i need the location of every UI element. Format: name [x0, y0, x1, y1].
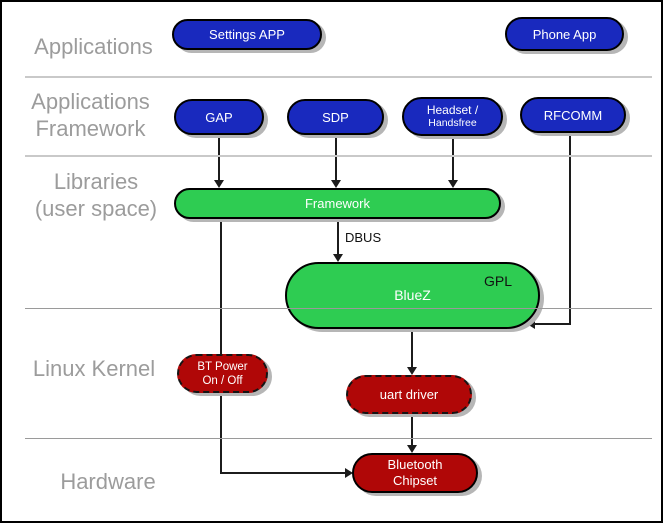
connector-rfcomm-down: [569, 133, 571, 325]
layer-label-text: Libraries: [53, 169, 139, 194]
connector-headset-to-framework: [452, 136, 454, 183]
node-label: Headset /: [426, 103, 479, 117]
node-label: SDP: [322, 109, 349, 125]
node-label: On / Off: [202, 374, 243, 387]
node-label: Chipset: [392, 473, 438, 488]
node-bluez: BlueZ GPL: [285, 262, 540, 329]
arrowhead-down-icon: [407, 367, 417, 375]
node-label: Settings APP: [209, 27, 285, 42]
node-bluetooth-chipset: Bluetooth Chipset: [352, 453, 478, 493]
layer-label-libraries: Libraries (user space): [16, 168, 176, 222]
layer-label-linux-kernel: Linux Kernel: [14, 355, 174, 382]
layer-divider-kernel: [25, 438, 652, 439]
arrowhead-left-icon: [527, 319, 535, 329]
arrowhead-down-icon: [333, 254, 343, 262]
node-headset-handsfree: Headset / Handsfree: [402, 97, 503, 136]
connector-framework-down: [220, 219, 222, 474]
node-label: BT Power: [197, 360, 248, 373]
connector-dbus: [337, 219, 339, 256]
layer-label-applications: Applications: [26, 33, 161, 60]
connector-gap-to-framework: [218, 135, 220, 183]
node-gap: GAP: [174, 99, 264, 135]
node-label: GAP: [205, 109, 233, 125]
layer-label-text: Linux Kernel: [32, 356, 156, 381]
arrowhead-down-icon: [448, 180, 458, 188]
node-uart-driver: uart driver: [346, 375, 472, 414]
arrowhead-down-icon: [214, 180, 224, 188]
layer-label-text: Applications: [31, 89, 150, 114]
gpl-badge: GPL: [483, 273, 512, 289]
layer-label-text: Applications: [34, 34, 153, 59]
node-sdp: SDP: [287, 99, 384, 135]
arrowhead-down-icon: [331, 180, 341, 188]
node-framework: Framework: [174, 188, 501, 219]
node-label: Framework: [304, 196, 370, 211]
layer-label-hardware: Hardware: [28, 468, 188, 495]
node-bt-power: BT Power On / Off: [177, 354, 268, 393]
dbus-label: DBUS: [345, 230, 382, 245]
layer-divider-applications: [25, 76, 652, 78]
layer-divider-framework: [25, 155, 652, 157]
layer-label-app-framework: Applications Framework: [18, 88, 163, 142]
node-label: uart driver: [379, 387, 439, 402]
node-rfcomm: RFCOMM: [520, 97, 626, 133]
connector-uart-to-chipset: [411, 414, 413, 446]
layer-label-text: Framework: [35, 116, 146, 141]
layer-label-text: Hardware: [60, 469, 156, 494]
connector-sdp-to-framework: [335, 135, 337, 183]
arrowhead-right-icon: [345, 468, 353, 478]
connector-to-chipset-left: [221, 472, 347, 474]
node-label: RFCOMM: [543, 107, 603, 123]
node-label: Bluetooth: [387, 457, 443, 472]
layer-divider-libraries: [25, 308, 652, 309]
node-label: Phone App: [532, 26, 597, 42]
connector-bluez-to-uart: [411, 329, 413, 368]
layer-label-text: (user space): [34, 196, 158, 221]
connector-rfcomm-to-bluez: [534, 323, 571, 325]
node-label: Handsfree: [428, 117, 477, 129]
node-settings-app: Settings APP: [172, 19, 322, 50]
node-phone-app: Phone App: [505, 17, 624, 51]
node-label: BlueZ: [394, 287, 431, 303]
arrowhead-down-icon: [407, 445, 417, 453]
